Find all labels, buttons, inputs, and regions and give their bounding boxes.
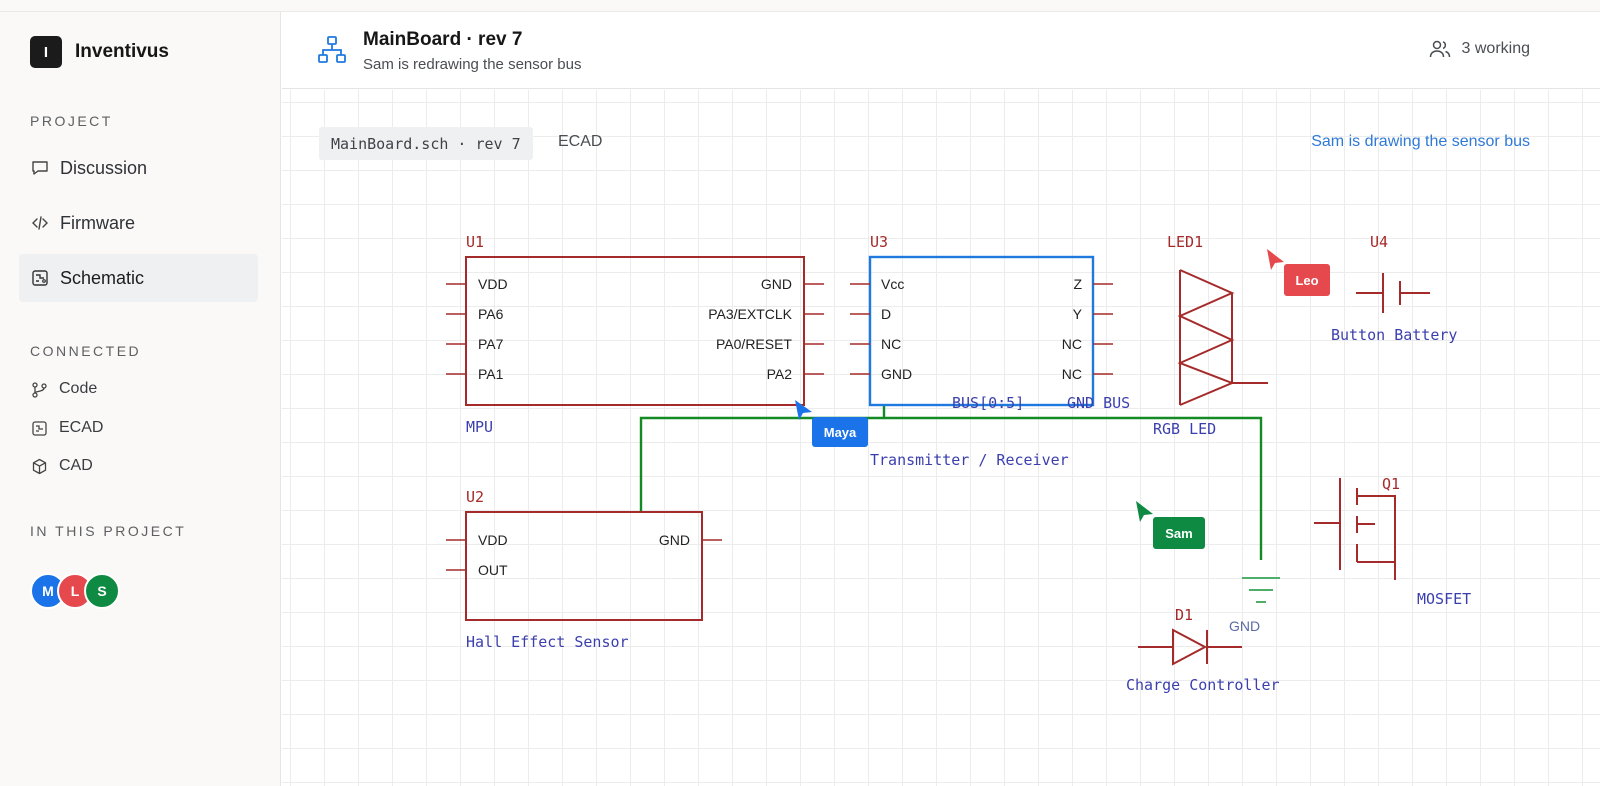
schematic-icon xyxy=(30,268,50,288)
u3-pin-z: Z xyxy=(1073,276,1082,292)
connected-item-label: Code xyxy=(59,380,98,397)
section-label-project: PROJECT xyxy=(30,113,113,129)
schematic-canvas[interactable] xyxy=(282,90,1600,786)
working-count: 3 working xyxy=(1461,40,1530,57)
u3-pin-nc: NC xyxy=(881,336,901,352)
nav-item-label: Discussion xyxy=(60,157,148,178)
connected-item-label: CAD xyxy=(59,457,93,474)
page-header: MainBoard · rev 7 Sam is redrawing the s… xyxy=(282,12,1600,89)
nav-item-label: Schematic xyxy=(60,267,145,288)
chat-icon xyxy=(30,158,50,178)
u1-pin-pa1: PA1 xyxy=(478,366,504,382)
u1-pin-pa0: PA0/RESET xyxy=(716,336,792,352)
nav-item-discussion[interactable]: Discussion xyxy=(19,144,258,192)
u3-name: Transmitter / Receiver xyxy=(870,451,1069,469)
circuit-icon xyxy=(30,419,48,437)
users-icon xyxy=(1429,39,1451,59)
ecad-tag: ECAD xyxy=(558,133,603,150)
section-label-members: IN THIS PROJECT xyxy=(30,523,187,539)
d1-name: Charge Controller xyxy=(1126,676,1280,694)
led1-ref: LED1 xyxy=(1167,233,1203,251)
brand-name: Inventivus xyxy=(75,41,169,62)
ground-symbol[interactable]: GND xyxy=(1229,577,1280,634)
part-u1[interactable]: U1 VDD PA6 PA7 PA1 GND PA3/EXTCLK PA0/RE… xyxy=(446,233,824,436)
u1-pin-pa7: PA7 xyxy=(478,336,504,352)
part-d1[interactable]: D1 Charge Controller xyxy=(1126,606,1280,694)
u1-pin-gnd: GND xyxy=(761,276,792,292)
u2-pin-out: OUT xyxy=(478,562,508,578)
part-u4[interactable]: U4 Button Battery xyxy=(1331,233,1457,344)
net-wires[interactable] xyxy=(639,405,1263,560)
u1-name: MPU xyxy=(466,418,493,436)
u3-ref: U3 xyxy=(870,233,888,251)
gnd-label: GND xyxy=(1229,618,1260,634)
section-label-connected: CONNECTED xyxy=(30,343,142,359)
connected-item-code[interactable]: Code xyxy=(30,380,97,398)
u2-name: Hall Effect Sensor xyxy=(466,633,629,651)
part-q1[interactable]: Q1 MOSFET xyxy=(1314,475,1471,608)
cube-icon xyxy=(30,457,48,475)
q1-ref: Q1 xyxy=(1382,475,1400,493)
q1-name: MOSFET xyxy=(1417,590,1471,608)
page-subtitle: Sam is redrawing the sensor bus xyxy=(363,56,582,73)
u3-pin-nc-r2: NC xyxy=(1062,366,1082,382)
d1-ref: D1 xyxy=(1175,606,1193,624)
nav-item-firmware[interactable]: Firmware xyxy=(19,199,258,247)
connected-item-ecad[interactable]: ECAD xyxy=(30,419,103,437)
u2-pin-gnd: GND xyxy=(659,532,690,548)
u2-ref: U2 xyxy=(466,488,484,506)
u4-ref: U4 xyxy=(1370,233,1388,251)
u3-pin-d: D xyxy=(881,306,891,322)
u1-pin-vdd: VDD xyxy=(478,276,508,292)
branch-icon xyxy=(30,380,48,398)
u1-pin-pa6: PA6 xyxy=(478,306,504,322)
u3-pin-nc-r1: NC xyxy=(1062,336,1082,352)
u2-pin-vdd: VDD xyxy=(478,532,508,548)
u1-ref: U1 xyxy=(466,233,484,251)
page-title: MainBoard · rev 7 xyxy=(363,29,523,50)
member-avatars: M L S xyxy=(30,573,120,609)
u1-pin-pa2: PA2 xyxy=(767,366,793,382)
sidebar: I Inventivus PROJECT Discussion Firmware… xyxy=(0,12,281,786)
led1-name: RGB LED xyxy=(1153,420,1216,438)
connected-item-label: ECAD xyxy=(59,419,104,436)
avatar[interactable]: S xyxy=(84,573,120,609)
u4-name: Button Battery xyxy=(1331,326,1457,344)
file-chip: MainBoard.sch · rev 7 xyxy=(319,127,533,160)
brand[interactable]: I Inventivus xyxy=(30,36,169,68)
u1-pin-pa3: PA3/EXTCLK xyxy=(708,306,792,322)
activity-status: Sam is drawing the sensor bus xyxy=(1311,133,1530,150)
u3-pin-gnd: GND xyxy=(881,366,912,382)
part-led1[interactable]: LED1 RGB LED xyxy=(1153,233,1268,438)
window-top-strip xyxy=(0,0,1600,12)
part-u3[interactable]: U3 Vcc D NC GND Z Y NC NC Transmitter / … xyxy=(850,233,1113,469)
part-u2[interactable]: U2 VDD OUT GND Hall Effect Sensor xyxy=(446,488,722,651)
nav-item-label: Firmware xyxy=(60,212,135,233)
hierarchy-icon xyxy=(318,36,346,63)
working-indicator[interactable]: 3 working xyxy=(1429,39,1530,59)
brand-logo: I xyxy=(30,36,62,68)
u3-pin-y: Y xyxy=(1073,306,1083,322)
u3-pin-vcc: Vcc xyxy=(881,276,904,292)
nav-item-schematic[interactable]: Schematic xyxy=(19,254,258,302)
code-icon xyxy=(30,213,50,233)
connected-item-cad[interactable]: CAD xyxy=(30,457,93,475)
